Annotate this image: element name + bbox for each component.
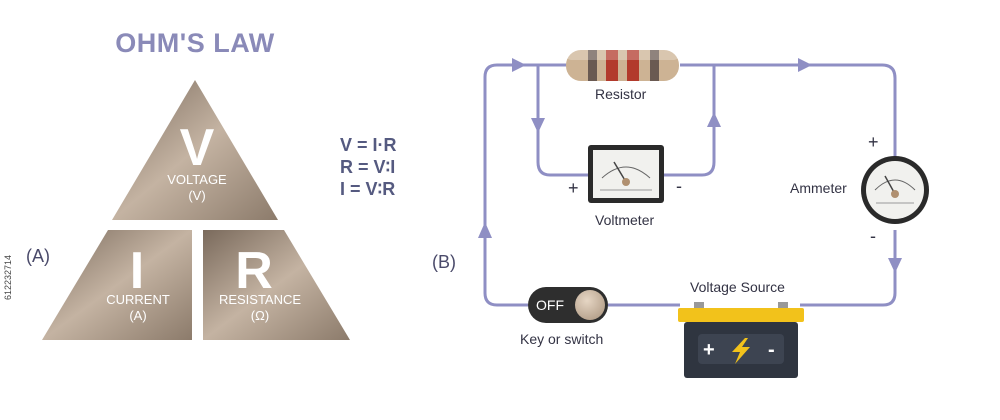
resistor-label: Resistor — [595, 86, 647, 102]
switch-knob[interactable] — [575, 290, 605, 320]
arrow-down-voltmeter — [531, 118, 545, 133]
panel-label-b: (B) — [432, 252, 456, 272]
current-segment — [42, 230, 192, 340]
resistor-icon — [566, 50, 679, 81]
resistance-label: RESISTANCE (Ω) — [205, 292, 315, 323]
switch-label: Key or switch — [520, 331, 604, 347]
ammeter-label: Ammeter — [790, 180, 847, 196]
current-label: CURRENT (A) — [88, 292, 188, 323]
ohms-law-triangle — [42, 80, 350, 340]
formula-current: I = V∶R — [340, 179, 396, 199]
lightning-icon — [732, 338, 750, 364]
current-word: CURRENT — [106, 292, 170, 307]
voltage-unit: (V) — [188, 187, 206, 203]
voltmeter-plus-sign: + — [568, 178, 579, 198]
arrow-up-left — [478, 222, 492, 238]
arrow-up-voltmeter — [707, 112, 721, 127]
resistance-unit: (Ω) — [250, 307, 270, 323]
formula-resistance: R = V∶I — [340, 157, 396, 177]
ammeter-icon — [861, 156, 929, 224]
voltage-source-label: Voltage Source — [690, 279, 785, 295]
voltage-label: VOLTAGE (V) — [152, 172, 242, 203]
flow-arrows — [478, 58, 902, 273]
current-letter: I — [129, 242, 145, 300]
arrow-right-top-2 — [798, 58, 812, 72]
battery-minus-sign: - — [768, 339, 775, 361]
key-switch[interactable]: OFF — [528, 287, 608, 323]
page-title: OHM'S LAW — [115, 28, 275, 58]
voltmeter-label: Voltmeter — [595, 212, 655, 228]
voltmeter-icon — [588, 145, 664, 203]
panel-label-a: (A) — [26, 246, 50, 266]
voltmeter-minus-sign: - — [676, 176, 682, 196]
resistance-word: RESISTANCE — [218, 292, 302, 307]
battery-icon — [678, 302, 804, 378]
ammeter-plus-sign: + — [868, 132, 879, 152]
current-unit: (A) — [129, 307, 147, 323]
formula-list: V = I·R R = V∶I I = V∶R — [340, 134, 397, 200]
switch-state-label: OFF — [536, 297, 564, 313]
arrow-right-top — [512, 58, 526, 72]
voltage-segment — [112, 80, 278, 220]
resistance-letter: R — [235, 242, 273, 300]
battery-plus-sign: + — [703, 339, 715, 361]
circuit-wires — [483, 63, 897, 307]
ammeter-minus-sign: - — [870, 226, 876, 246]
formula-voltage: V = I·R — [340, 135, 397, 155]
arrow-down-ammeter — [888, 258, 902, 273]
watermark-id: 612232714 — [3, 254, 13, 300]
voltage-letter: V — [179, 119, 215, 177]
resistance-segment — [203, 230, 350, 340]
voltage-word: VOLTAGE — [167, 172, 227, 187]
